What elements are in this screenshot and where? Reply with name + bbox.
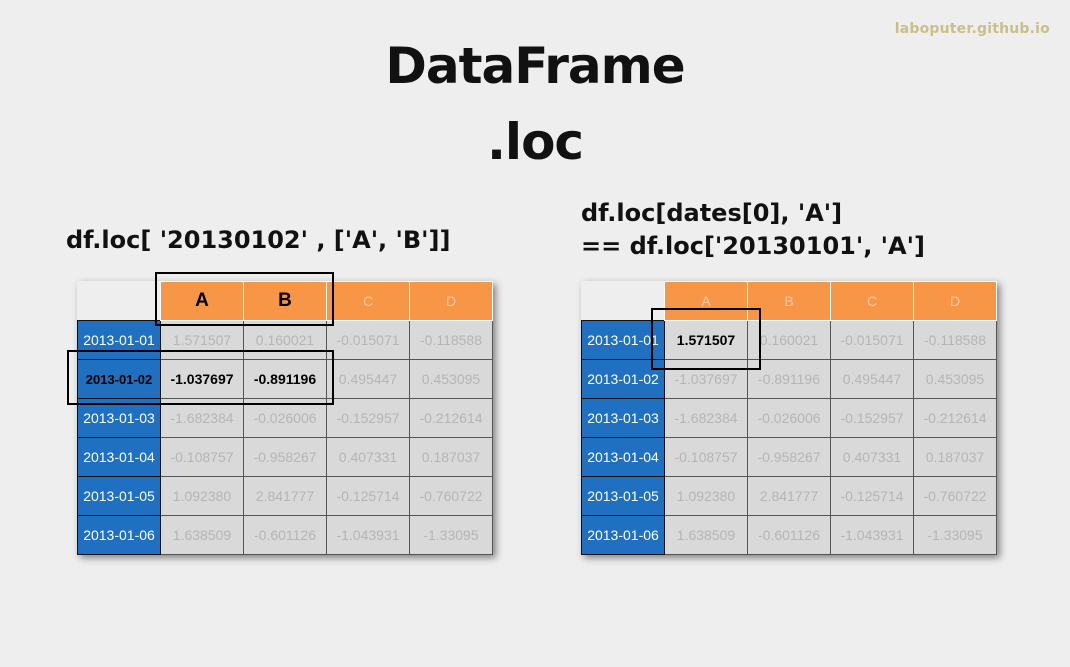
table-cell: -0.891196 <box>747 359 831 399</box>
table-cell: -0.015071 <box>326 320 410 360</box>
table-cell: 1.571507 <box>160 320 244 360</box>
row-index-label: 2013-01-06 <box>581 515 665 555</box>
column-header-b: B <box>243 281 327 321</box>
left-code-line: df.loc[ '20130102' , ['A', 'B']] <box>66 226 451 254</box>
table-cell: 0.407331 <box>326 437 410 477</box>
column-header-d: D <box>913 281 997 321</box>
table-cell: -0.125714 <box>326 476 410 516</box>
row-index-label: 2013-01-01 <box>77 320 161 360</box>
row-index-label: 2013-01-02 <box>581 359 665 399</box>
table-cell: -0.015071 <box>830 320 914 360</box>
row-index-label: 2013-01-05 <box>77 476 161 516</box>
column-header-b: B <box>747 281 831 321</box>
right-code-example: df.loc[dates[0], 'A'] == df.loc['2013010… <box>581 201 925 258</box>
table-cell: -0.118588 <box>409 320 493 360</box>
table-cell: -0.212614 <box>913 398 997 438</box>
column-header-c: C <box>830 281 914 321</box>
table-cell: 1.092380 <box>160 476 244 516</box>
table-cell: 1.571507 <box>664 320 748 360</box>
row-index-label: 2013-01-03 <box>77 398 161 438</box>
table-row: 2013-01-03-1.682384-0.026006-0.152957-0.… <box>77 398 493 438</box>
table-cell: -1.682384 <box>160 398 244 438</box>
table-cell: -0.152957 <box>326 398 410 438</box>
table-cell: 1.092380 <box>664 476 748 516</box>
row-index-label: 2013-01-05 <box>581 476 665 516</box>
table-cell: -0.108757 <box>664 437 748 477</box>
table-cell: -0.118588 <box>913 320 997 360</box>
table-cell: 0.160021 <box>243 320 327 360</box>
column-header-c: C <box>326 281 410 321</box>
column-header-a: A <box>664 281 748 321</box>
row-index-label: 2013-01-02 <box>77 359 161 399</box>
table-cell: -0.026006 <box>747 398 831 438</box>
right-code-line-2: == df.loc['20130101', 'A'] <box>581 232 925 260</box>
right-code-line-1: df.loc[dates[0], 'A'] <box>581 199 843 227</box>
watermark: laboputer.github.io <box>894 21 1050 37</box>
table-cell: -1.043931 <box>830 515 914 555</box>
table-cell: 0.407331 <box>830 437 914 477</box>
table-cell: -0.891196 <box>243 359 327 399</box>
table-cell: -0.152957 <box>830 398 914 438</box>
table-cell: 0.453095 <box>409 359 493 399</box>
table-cell: -0.601126 <box>243 515 327 555</box>
table-cell: -0.125714 <box>830 476 914 516</box>
table-cell: 0.453095 <box>913 359 997 399</box>
table-cell: -0.212614 <box>409 398 493 438</box>
table-cell: 2.841777 <box>243 476 327 516</box>
table-row: 2013-01-03-1.682384-0.026006-0.152957-0.… <box>581 398 997 438</box>
table-cell: 0.495447 <box>326 359 410 399</box>
table-cell: -1.682384 <box>664 398 748 438</box>
table-cell: -0.601126 <box>747 515 831 555</box>
column-header-a: A <box>160 281 244 321</box>
table-cell: 2.841777 <box>747 476 831 516</box>
table-cell: 0.187037 <box>409 437 493 477</box>
table-cell: 1.638509 <box>160 515 244 555</box>
page-title: DataFrame <box>385 37 685 95</box>
table-corner <box>582 282 665 321</box>
table-cell: 0.495447 <box>830 359 914 399</box>
table-cell: -1.037697 <box>160 359 244 399</box>
table-corner <box>78 282 161 321</box>
table-cell: -0.958267 <box>243 437 327 477</box>
table-cell: -1.037697 <box>664 359 748 399</box>
table-cell: -0.108757 <box>160 437 244 477</box>
table-cell: -0.958267 <box>747 437 831 477</box>
table-cell: -0.760722 <box>913 476 997 516</box>
page-subtitle: .loc <box>486 113 584 171</box>
table-cell: 1.638509 <box>664 515 748 555</box>
table-cell: 0.160021 <box>747 320 831 360</box>
table-cell: -1.043931 <box>326 515 410 555</box>
table-cell: 0.187037 <box>913 437 997 477</box>
row-index-label: 2013-01-04 <box>581 437 665 477</box>
table-cell: -0.026006 <box>243 398 327 438</box>
row-index-label: 2013-01-01 <box>581 320 665 360</box>
row-index-label: 2013-01-03 <box>581 398 665 438</box>
left-code-example: df.loc[ '20130102' , ['A', 'B']] <box>66 228 450 252</box>
table-cell: -1.33095 <box>913 515 997 555</box>
row-index-label: 2013-01-06 <box>77 515 161 555</box>
column-header-d: D <box>409 281 493 321</box>
table-cell: -0.760722 <box>409 476 493 516</box>
table-cell: -1.33095 <box>409 515 493 555</box>
row-index-label: 2013-01-04 <box>77 437 161 477</box>
